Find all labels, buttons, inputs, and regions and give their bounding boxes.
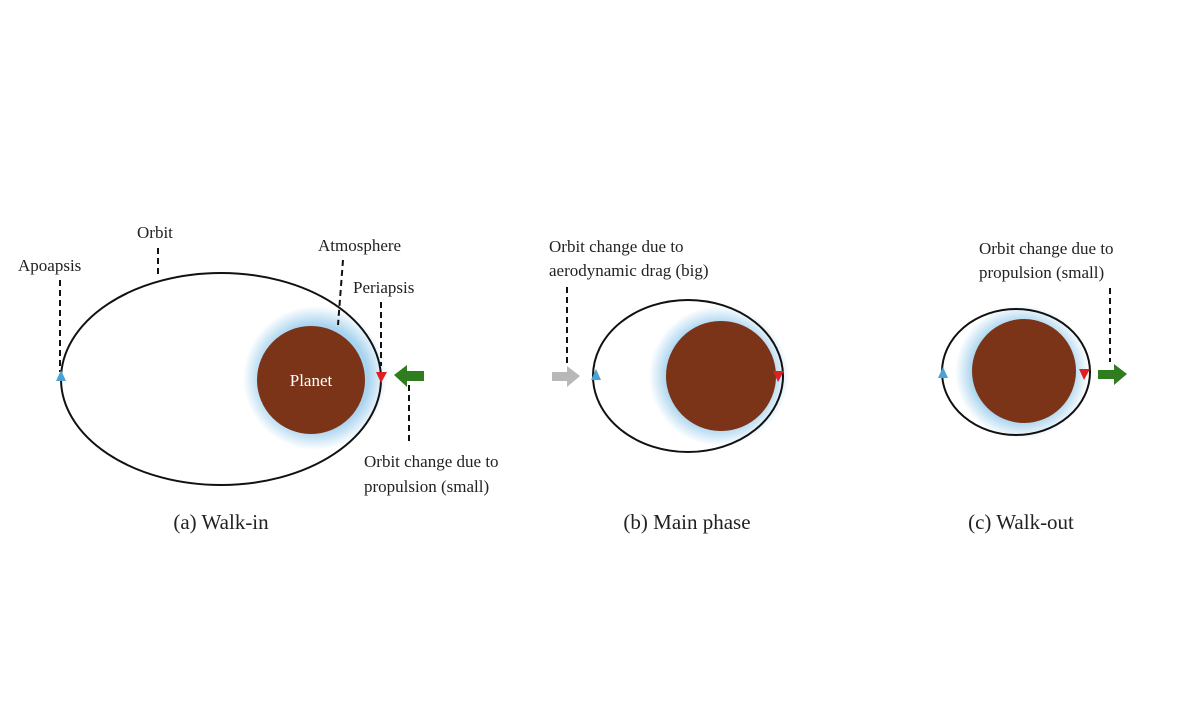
apoapsis-label: Apoapsis [18,256,81,275]
propulsion-note-line2: propulsion (small) [364,477,489,496]
periapsis-marker-icon [773,371,784,382]
atmosphere-label: Atmosphere [318,236,401,255]
apoapsis-marker-icon [938,367,948,378]
propulsion-note-line1: Orbit change due to [979,239,1114,258]
propulsion-arrow-icon [1098,364,1127,385]
panel-walk-out: Orbit change due to propulsion (small) (… [938,239,1127,534]
drag-note-line1: Orbit change due to [549,237,684,256]
orbit-label: Orbit [137,223,173,242]
drag-arrow-icon [552,366,580,387]
propulsion-arrow-icon [394,365,424,387]
planet [666,321,776,431]
apoapsis-marker-icon [56,370,66,381]
caption-walk-out: (c) Walk-out [968,510,1074,534]
propulsion-note-line1: Orbit change due to [364,452,499,471]
apoapsis-marker-icon [591,369,601,380]
propulsion-note-line2: propulsion (small) [979,263,1104,282]
drag-note-line2: aerodynamic drag (big) [549,261,709,280]
caption-main-phase: (b) Main phase [623,510,750,534]
periapsis-marker-icon [1079,369,1090,380]
planet [972,319,1076,423]
atmosphere-leader [337,259,344,326]
planet-label: Planet [290,371,333,390]
panel-main-phase: Orbit change due to aerodynamic drag (bi… [549,237,789,534]
periapsis-label: Periapsis [353,278,414,297]
caption-walk-in: (a) Walk-in [173,510,269,534]
periapsis-marker-icon [376,372,387,383]
planet [257,326,365,434]
panel-walk-in: Planet Orbit Apoapsis Atmosphere Periaps… [18,223,499,534]
